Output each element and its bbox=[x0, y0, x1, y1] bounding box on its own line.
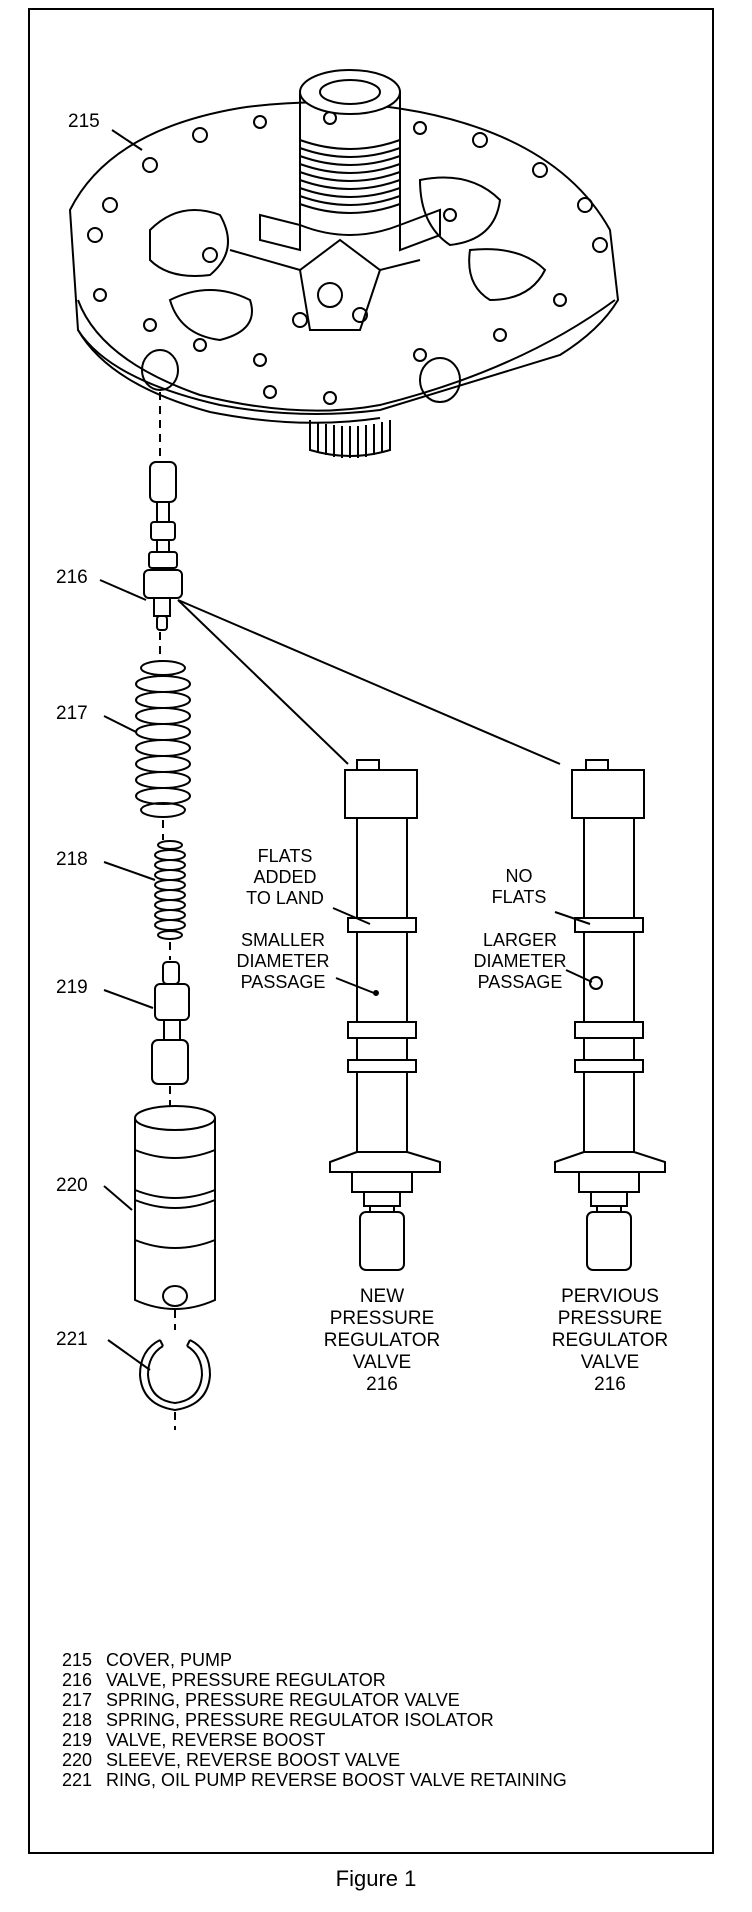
pressure-regulator-valve-216 bbox=[144, 462, 182, 630]
pump-cover-215 bbox=[70, 70, 618, 458]
callout-217: 217 bbox=[56, 703, 88, 724]
spring-218 bbox=[155, 841, 185, 939]
callout-218: 218 bbox=[56, 849, 88, 870]
previous-valve-passage-note: LARGER DIAMETER PASSAGE bbox=[473, 930, 567, 992]
callout-216: 216 bbox=[56, 567, 88, 588]
new-valve-flats-note: FLATS ADDED TO LAND bbox=[246, 846, 324, 908]
previous-valve-caption: PERVIOUS PRESSURE REGULATOR VALVE 216 bbox=[551, 1286, 669, 1395]
new-valve-detail bbox=[330, 760, 440, 1270]
new-valve-passage-note: SMALLER DIAMETER PASSAGE bbox=[236, 930, 330, 992]
new-valve-caption: NEW PRESSURE REGULATOR VALVE 216 bbox=[323, 1286, 441, 1395]
previous-valve-flats-note: NO FLATS bbox=[491, 866, 547, 907]
callout-219: 219 bbox=[56, 977, 88, 998]
reverse-boost-valve-219 bbox=[152, 962, 189, 1084]
callout-220: 220 bbox=[56, 1175, 88, 1196]
callout-215: 215 bbox=[68, 111, 100, 132]
retaining-ring-221 bbox=[140, 1340, 210, 1410]
spring-217 bbox=[136, 661, 190, 817]
reverse-boost-sleeve-220 bbox=[135, 1106, 215, 1309]
previous-valve-detail bbox=[555, 760, 665, 1270]
callout-221: 221 bbox=[56, 1329, 88, 1350]
figure-caption: Figure 1 bbox=[335, 1866, 417, 1891]
